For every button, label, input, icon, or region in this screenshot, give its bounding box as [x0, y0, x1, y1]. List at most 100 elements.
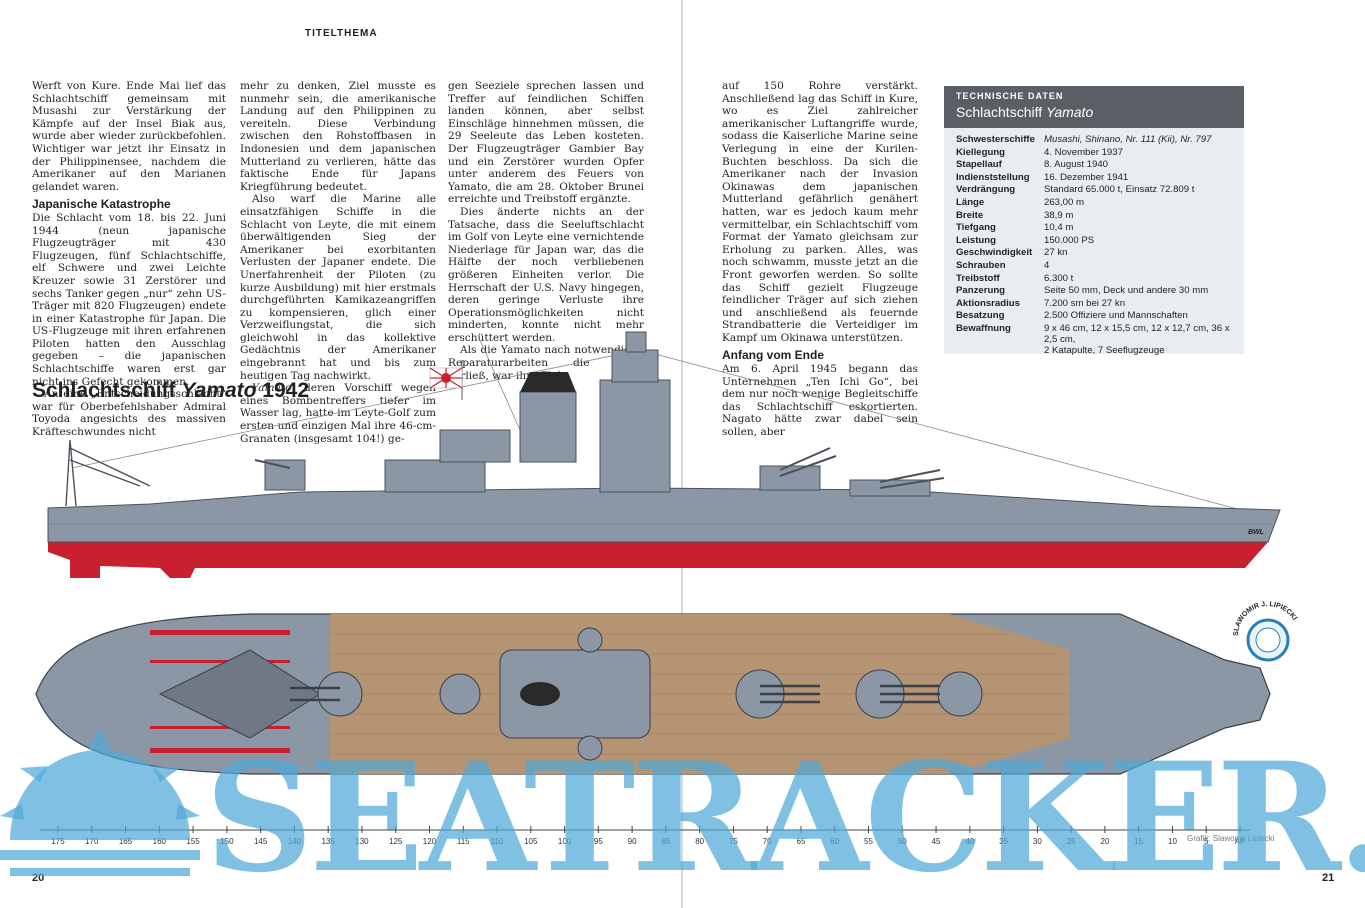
scale-label: 130: [355, 837, 369, 846]
col1-paragraph-2: Die Schlacht vom 18. bis 22. Juni 1944 (…: [32, 211, 226, 388]
scale-label: AP: [1235, 837, 1246, 846]
spec-label: Bewaffnung: [956, 322, 1011, 334]
spec-row: Treibstoff 6.300 t: [956, 273, 1244, 286]
spec-row: Leistung 150.000 PS: [956, 235, 1244, 248]
col3-paragraph-1: gen Seeziele sprechen lassen und Treffer…: [448, 80, 644, 206]
spec-label: Tiefgang: [956, 222, 996, 234]
spec-row: Stapellauf 8. August 1940: [956, 159, 1244, 172]
col4-paragraph-1: auf 150 Rohre verstärkt. Anschließend la…: [722, 80, 918, 344]
deck-red-stripes: [150, 630, 290, 753]
scale-label: 15: [1134, 837, 1143, 846]
hull-upper-gray: [47, 487, 1281, 543]
page-gutter: [681, 0, 683, 908]
main-gun-turrets: [254, 447, 945, 489]
spec-label: Indienststellung: [956, 171, 1030, 183]
scale-label: 175: [51, 837, 65, 846]
spec-label: Besatzung: [956, 310, 1005, 322]
col2-paragraph-3: Yamato, deren Vorschiff wegen eines Bomb…: [240, 382, 436, 445]
scale-label: 55: [864, 837, 873, 846]
deck-funnel-top: [520, 682, 560, 706]
spec-label: Schwesterschiffe: [956, 134, 1035, 145]
spec-value: 263,00 m: [1044, 196, 1085, 208]
spec-row: 2 Katapulte, 7 Seeflugzeuge: [956, 345, 1244, 358]
spec-row: Besatzung 2.500 Offiziere und Mannschafte…: [956, 310, 1244, 323]
bwl-label: BWL: [1248, 529, 1264, 536]
scale-label: 155: [186, 837, 200, 846]
spec-value: 9 x 46 cm, 12 x 15,5 cm, 12 x 12,7 cm, 3…: [1044, 322, 1230, 345]
page-number-left: 20: [32, 872, 45, 884]
spec-row: Schwesterschiffe Musashi, Shinano, Nr. 11…: [956, 134, 1244, 147]
scale-label: 40: [965, 837, 974, 846]
spec-row: Aktionsradius 7.200 sm bei 27 kn: [956, 298, 1244, 311]
col1-paragraph-1: Werft von Kure. Ende Mai lief das Schlac…: [32, 80, 226, 193]
spec-row: Länge 263,00 m: [956, 197, 1244, 210]
scale-label: 140: [288, 837, 302, 846]
scale-label: 135: [321, 837, 335, 846]
spec-value: 2.500 Offiziere und Mannschaften: [1044, 310, 1188, 322]
funnel: [520, 372, 576, 392]
spec-value: Standard 65.000 t, Einsatz 72.809 t: [1044, 184, 1195, 196]
scale-label: 75: [729, 837, 738, 846]
text-column-1: Werft von Kure. Ende Mai lief das Schlac…: [32, 80, 226, 439]
running-head: TITELTHEMA: [305, 28, 378, 39]
scale-label: 25: [1067, 837, 1076, 846]
scale-label: 100: [558, 837, 572, 846]
scale-label: 80: [695, 837, 704, 846]
col3-paragraph-2: Dies änderte nichts an der Tatsache, das…: [448, 205, 644, 344]
spec-label: Panzerung: [956, 285, 1006, 297]
scale-label: 35: [999, 837, 1008, 846]
ship-deck-plan: [35, 613, 1271, 775]
spec-value: 4. November 1937: [1044, 146, 1123, 158]
technical-data-header: TECHNISCHE DATEN Schlachtschiff Yamato: [944, 86, 1244, 128]
spec-label: Schrauben: [956, 259, 1006, 271]
col2-ship-name: Yamato: [252, 382, 292, 395]
spec-label: Leistung: [956, 234, 996, 246]
scale-label: 95: [594, 837, 603, 846]
scale-label: 120: [423, 837, 437, 846]
spec-row: Schrauben 4: [956, 260, 1244, 273]
technical-data-table: Schwesterschiffe Musashi, Shinano, Nr. 11…: [956, 134, 1244, 358]
spec-value: Musashi, Shinano, Nr. 111 (Kii), Nr. 797: [1044, 134, 1212, 145]
scale-label: 90: [628, 837, 637, 846]
text-column-2: mehr zu denken, Ziel musste es nunmehr s…: [240, 80, 436, 445]
text-column-3: gen Seeziele sprechen lassen und Treffer…: [448, 80, 644, 382]
rising-sun-flag: [429, 360, 463, 400]
scale-label: 160: [153, 837, 167, 846]
scale-label: 85: [661, 837, 670, 846]
scale-label: 45: [932, 837, 941, 846]
spec-label: Länge: [956, 196, 985, 208]
spec-value: Seite 50 mm, Deck und andere 30 mm: [1044, 285, 1209, 297]
graphic-credit: Grafik: Slawomir Lipiecki: [1187, 834, 1275, 843]
scale-label: 150: [220, 837, 234, 846]
spec-value: 7.200 sm bei 27 kn: [1044, 297, 1126, 309]
spec-label: Treibstoff: [956, 272, 1000, 284]
col2-paragraph-2: Also warf die Marine alle einsatzfähigen…: [240, 193, 436, 382]
col1-paragraph-3: An eine „Entscheidungsschlacht“ war für …: [32, 388, 226, 439]
technical-data-kicker: TECHNISCHE DATEN: [956, 91, 1064, 101]
ship-side-profile: BWL: [47, 331, 1281, 578]
spec-value: 6.300 t: [1044, 272, 1074, 284]
technical-data-title: Schlachtschiff Yamato: [956, 104, 1094, 120]
col1-heading: Japanische Katastrophe: [32, 197, 171, 212]
spec-value: 150.000 PS: [1044, 234, 1095, 246]
spec-value: 8. August 1940: [1044, 159, 1109, 171]
scale-label: 30: [1033, 837, 1042, 846]
spec-label: Stapellauf: [956, 159, 1002, 171]
technical-data-box: TECHNISCHE DATEN Schlachtschiff Yamato S…: [944, 86, 1244, 356]
deck-gun-barrels: [290, 684, 940, 704]
artist-badge: SLAWOMIR J. LIPIECKI: [1233, 601, 1298, 662]
scale-label: 5: [1204, 837, 1209, 846]
spec-value: 38,9 m: [1044, 209, 1074, 221]
scale-label: 170: [85, 837, 99, 846]
scale-label: 10: [1168, 837, 1177, 846]
hull-lower-red: [48, 542, 1268, 578]
page-number-right: 21: [1322, 872, 1335, 884]
aircraft-crane: [65, 439, 151, 507]
spec-value: 4: [1044, 259, 1050, 271]
spec-label: Aktionsradius: [956, 297, 1020, 309]
